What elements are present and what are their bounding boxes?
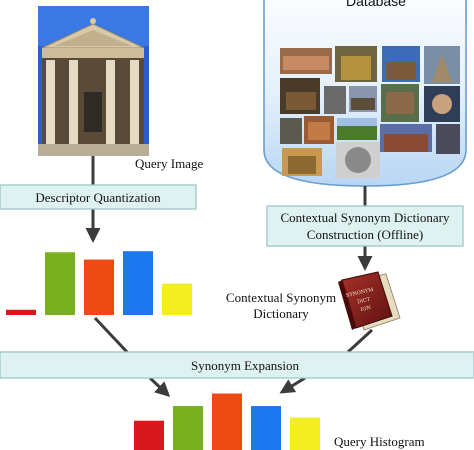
- descriptor-quantization-box: Descriptor Quantization: [0, 184, 197, 210]
- database-photo: [324, 86, 346, 114]
- histogram-bar: [134, 420, 164, 450]
- svg-text:ION: ION: [360, 305, 372, 313]
- database-photo: [436, 124, 460, 154]
- database-photo: [280, 118, 302, 144]
- histogram-bar: [290, 417, 320, 450]
- dictionary-label-line2: Dictionary: [253, 306, 309, 321]
- database-cylinder: Database: [263, 0, 467, 187]
- histogram-bar: [6, 309, 36, 315]
- histogram-bar: [162, 283, 192, 315]
- arrow-expansion-to-query-histogram-right: [279, 376, 306, 394]
- synonym-expansion-label: Synonym Expansion: [191, 358, 299, 373]
- arrow-histogram-to-expansion: [93, 316, 129, 354]
- quantized-histogram: [6, 251, 192, 315]
- contextual-construction-box: Contextual Synonym Dictionary Constructi…: [266, 205, 464, 247]
- query-histogram-label: Query Histogram: [334, 434, 425, 449]
- database-image-grid: [280, 46, 460, 178]
- histogram-bar: [84, 259, 114, 315]
- contextual-construction-label-line1: Contextual Synonym Dictionary: [281, 210, 450, 225]
- descriptor-quantization-label: Descriptor Quantization: [35, 190, 161, 205]
- dictionary-label-line1: Contextual Synonym: [226, 290, 336, 305]
- contextual-construction-label-line2: Construction (Offline): [307, 227, 423, 242]
- histogram-bar: [212, 393, 242, 450]
- query-histogram: [134, 393, 320, 450]
- query-image-caption: Query Image: [135, 156, 203, 171]
- svg-text:DICT: DICT: [357, 296, 372, 305]
- histogram-bar: [123, 251, 153, 315]
- query-image: [38, 6, 149, 156]
- flow-arrows: [85, 156, 374, 398]
- histogram-bar: [45, 252, 75, 315]
- histogram-bar: [173, 406, 203, 450]
- dictionary-book-icon: SYNONYM DICT ION: [338, 271, 401, 331]
- database-label: Database: [346, 0, 406, 9]
- histogram-bar: [251, 406, 281, 450]
- arrow-expansion-to-query-histogram-left: [148, 376, 171, 398]
- arrow-dictionary-to-expansion: [346, 328, 374, 354]
- synonym-expansion-box: Synonym Expansion: [0, 351, 474, 379]
